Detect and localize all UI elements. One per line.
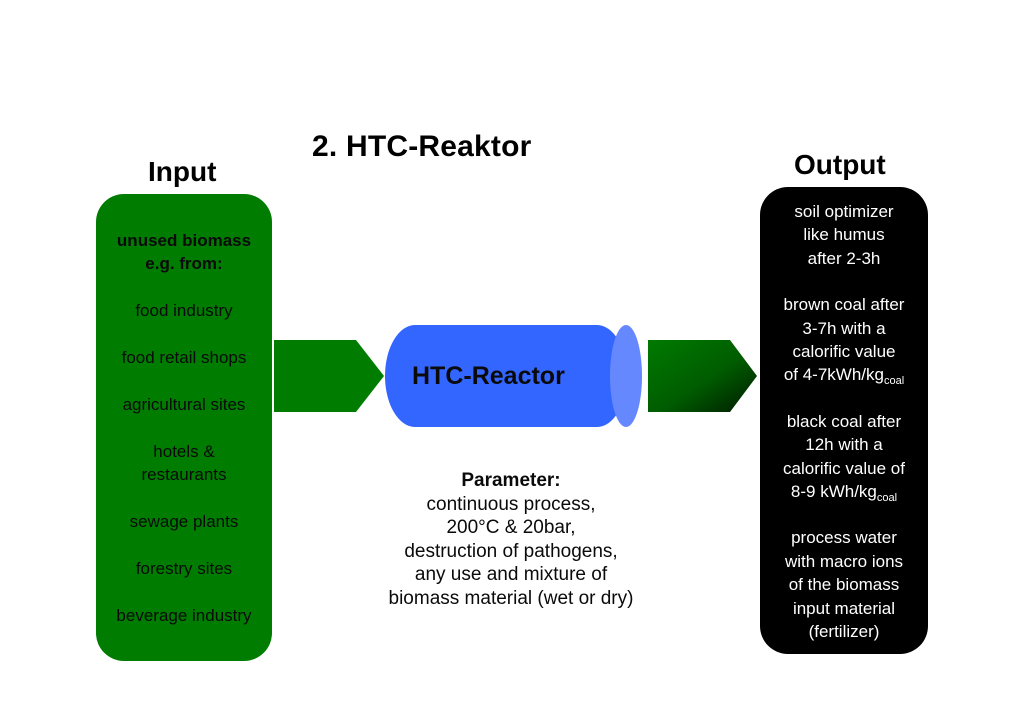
parameters-heading: Parameter: — [461, 470, 561, 491]
output-line: 8-9 kWh/kgcoal — [783, 480, 905, 505]
output-line: (fertilizer) — [808, 622, 880, 642]
output-line-text: 8-9 kWh/kg — [790, 482, 877, 502]
output-line: of the biomass — [788, 575, 900, 595]
output-line: 3-7h with a — [802, 318, 886, 338]
input-source-item: agricultural sites — [122, 395, 246, 414]
reactor-cylinder-cap — [610, 325, 642, 427]
output-line: input material — [792, 598, 896, 618]
output-line: soil optimizer — [794, 202, 894, 221]
output-line: like humus — [803, 225, 885, 245]
page-title: 2. HTC-Reaktor — [312, 130, 532, 163]
input-source-item: sewage plants — [129, 512, 239, 531]
output-subscript: coal — [883, 375, 905, 388]
output-line: process water — [791, 528, 897, 548]
input-lead-line: unused biomass — [116, 231, 252, 250]
input-source-item: forestry sites — [135, 559, 233, 578]
output-block-black-coal: black coal after 12h with a calorific va… — [783, 410, 905, 504]
input-source-item: food industry — [135, 301, 233, 320]
parameter-line: 200°C & 20bar, — [446, 517, 576, 538]
output-block-brown-coal: brown coal after 3-7h with a calorific v… — [784, 293, 905, 387]
reactor-cylinder-body — [385, 325, 627, 427]
output-block-process-water: process water with macro ions of the bio… — [785, 526, 903, 643]
output-line-text: of 4-7kWh/kg — [783, 365, 884, 385]
parameters-text: Parameter: continuous process, 200°C & 2… — [360, 469, 662, 610]
input-source-item: restaurants — [141, 465, 227, 484]
input-source-item: hotels & — [153, 442, 215, 461]
output-line: 12h with a — [805, 435, 883, 455]
output-block-soil: soil optimizer like humus after 2-3h — [794, 200, 893, 270]
input-heading: Input — [148, 156, 217, 187]
output-line: brown coal after — [783, 295, 905, 315]
output-line: of 4-7kWh/kgcoal — [783, 363, 905, 388]
input-lead: unused biomass e.g. from: — [117, 229, 251, 275]
parameter-line: biomass material (wet or dry) — [388, 587, 634, 609]
output-line: calorific value — [792, 342, 896, 362]
output-line: black coal after — [786, 411, 902, 431]
input-box: unused biomass e.g. from: food industry … — [96, 194, 272, 661]
reactor-label: HTC-Reactor — [412, 362, 565, 390]
output-box: soil optimizer like humus after 2-3h bro… — [760, 187, 928, 654]
output-arrow — [648, 340, 757, 412]
output-subscript: coal — [876, 492, 898, 505]
input-source-item: food retail shops — [121, 348, 247, 367]
input-source-item: beverage industry — [116, 606, 252, 625]
output-line: calorific value of — [783, 458, 905, 478]
output-heading: Output — [794, 149, 886, 180]
input-arrow — [274, 340, 384, 412]
parameter-line: continuous process, — [426, 493, 596, 515]
output-line: after 2-3h — [807, 248, 881, 268]
input-lead-line: e.g. from: — [145, 254, 223, 273]
parameter-line: any use and mixture of — [414, 564, 608, 585]
output-line: with macro ions — [784, 551, 904, 571]
parameter-line: destruction of pathogens, — [404, 540, 618, 562]
